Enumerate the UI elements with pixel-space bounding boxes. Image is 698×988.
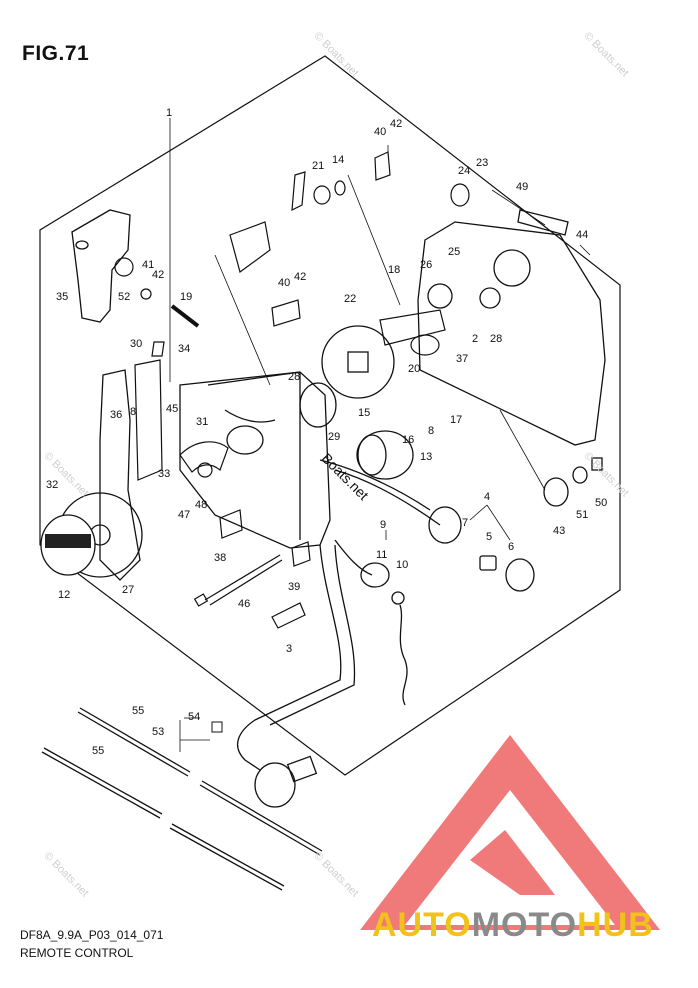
callout-5: 5	[486, 531, 492, 543]
figure-code: DF8A_9.9A_P03_014_071	[20, 928, 164, 942]
callout-6: 6	[508, 541, 514, 553]
callout-45: 45	[166, 403, 178, 415]
callout-29: 29	[328, 431, 340, 443]
callout-17: 17	[450, 414, 462, 426]
callout-31: 31	[196, 416, 208, 428]
callout-25: 25	[448, 246, 460, 258]
callout-55b: 55	[92, 745, 104, 757]
callout-43: 43	[553, 525, 565, 537]
callout-16: 16	[402, 434, 414, 446]
callout-20: 20	[408, 363, 420, 375]
callout-52: 52	[118, 291, 130, 303]
callout-35: 35	[56, 291, 68, 303]
callout-55: 55	[132, 705, 144, 717]
callout-33: 33	[158, 468, 170, 480]
callout-34: 34	[178, 343, 190, 355]
callout-54: 54	[188, 711, 200, 723]
callout-47: 47	[178, 509, 190, 521]
callout-26: 26	[420, 259, 432, 271]
fuse	[211, 721, 223, 733]
callout-42b: 42	[152, 269, 164, 281]
long-bolt	[193, 554, 283, 607]
hub-cover	[40, 514, 96, 576]
figure-caption: REMOTE CONTROL	[20, 946, 134, 960]
callout-39: 39	[288, 581, 300, 593]
callout-21: 21	[312, 160, 324, 172]
callout-28: 28	[490, 333, 502, 345]
callout-40b: 40	[278, 277, 290, 289]
callout-24: 24	[458, 165, 470, 177]
small-parts-top	[114, 151, 470, 357]
callout-22: 22	[344, 293, 356, 305]
callout-28b: 28	[288, 371, 300, 383]
callout-50: 50	[595, 497, 607, 509]
stop-switch	[360, 562, 408, 706]
callout-9: 9	[380, 519, 386, 531]
callout-1: 1	[166, 107, 172, 119]
callout-19: 19	[180, 291, 192, 303]
assembly-outline	[39, 55, 621, 776]
wire-harness	[236, 459, 441, 771]
callout-46: 46	[238, 598, 250, 610]
callout-8b: 8	[130, 406, 136, 418]
callout-40: 40	[374, 126, 386, 138]
callout-27: 27	[122, 584, 134, 596]
callout-32: 32	[46, 479, 58, 491]
throttle-plate	[299, 325, 395, 428]
idle-lever	[379, 309, 446, 356]
brand-wordmark: AUTOMOTOHUB	[372, 906, 654, 945]
callout-13: 13	[420, 451, 432, 463]
callout-53: 53	[152, 726, 164, 738]
callout-14: 14	[332, 154, 344, 166]
callout-23: 23	[476, 157, 488, 169]
callout-4: 4	[484, 491, 490, 503]
callout-36: 36	[110, 409, 122, 421]
key-switch	[428, 506, 535, 592]
callout-3: 3	[286, 643, 292, 655]
callout-10: 10	[396, 559, 408, 571]
callout-42c: 42	[294, 271, 306, 283]
callout-44: 44	[576, 229, 588, 241]
side-cover	[417, 209, 606, 446]
harness-connector	[254, 755, 318, 808]
callout-11: 11	[376, 549, 387, 561]
washers-right	[543, 457, 603, 507]
brand-part-3: HUB	[577, 906, 654, 944]
leader-lines	[169, 118, 591, 752]
callout-12: 12	[58, 589, 70, 601]
callout-37: 37	[456, 353, 468, 365]
callout-18: 18	[388, 264, 400, 276]
handle-lever	[71, 209, 131, 323]
control-cables	[41, 707, 323, 891]
brand-triangle-logo	[360, 735, 660, 930]
bracket-plates	[134, 359, 311, 629]
title: FIG.71	[22, 42, 90, 65]
callout-41: 41	[142, 259, 154, 271]
callout-15: 15	[358, 407, 370, 419]
callout-48: 48	[195, 499, 207, 511]
callout-51: 51	[576, 509, 588, 521]
gear-sector	[179, 441, 229, 478]
callout-30: 30	[130, 338, 142, 350]
buzzer	[356, 430, 414, 480]
callout-42: 42	[390, 118, 402, 130]
brand-part-2: MOTO	[471, 906, 578, 944]
brand-part-1: AUTO	[372, 906, 472, 944]
callout-8: 8	[428, 425, 434, 437]
callout-labels: 1 40 42 21 14 23 24 49 44 41 42 52 19 35…	[46, 107, 607, 757]
callout-49: 49	[516, 181, 528, 193]
callout-7: 7	[462, 517, 468, 529]
callout-2: 2	[472, 333, 478, 345]
control-housing	[179, 371, 331, 549]
callout-38: 38	[214, 552, 226, 564]
